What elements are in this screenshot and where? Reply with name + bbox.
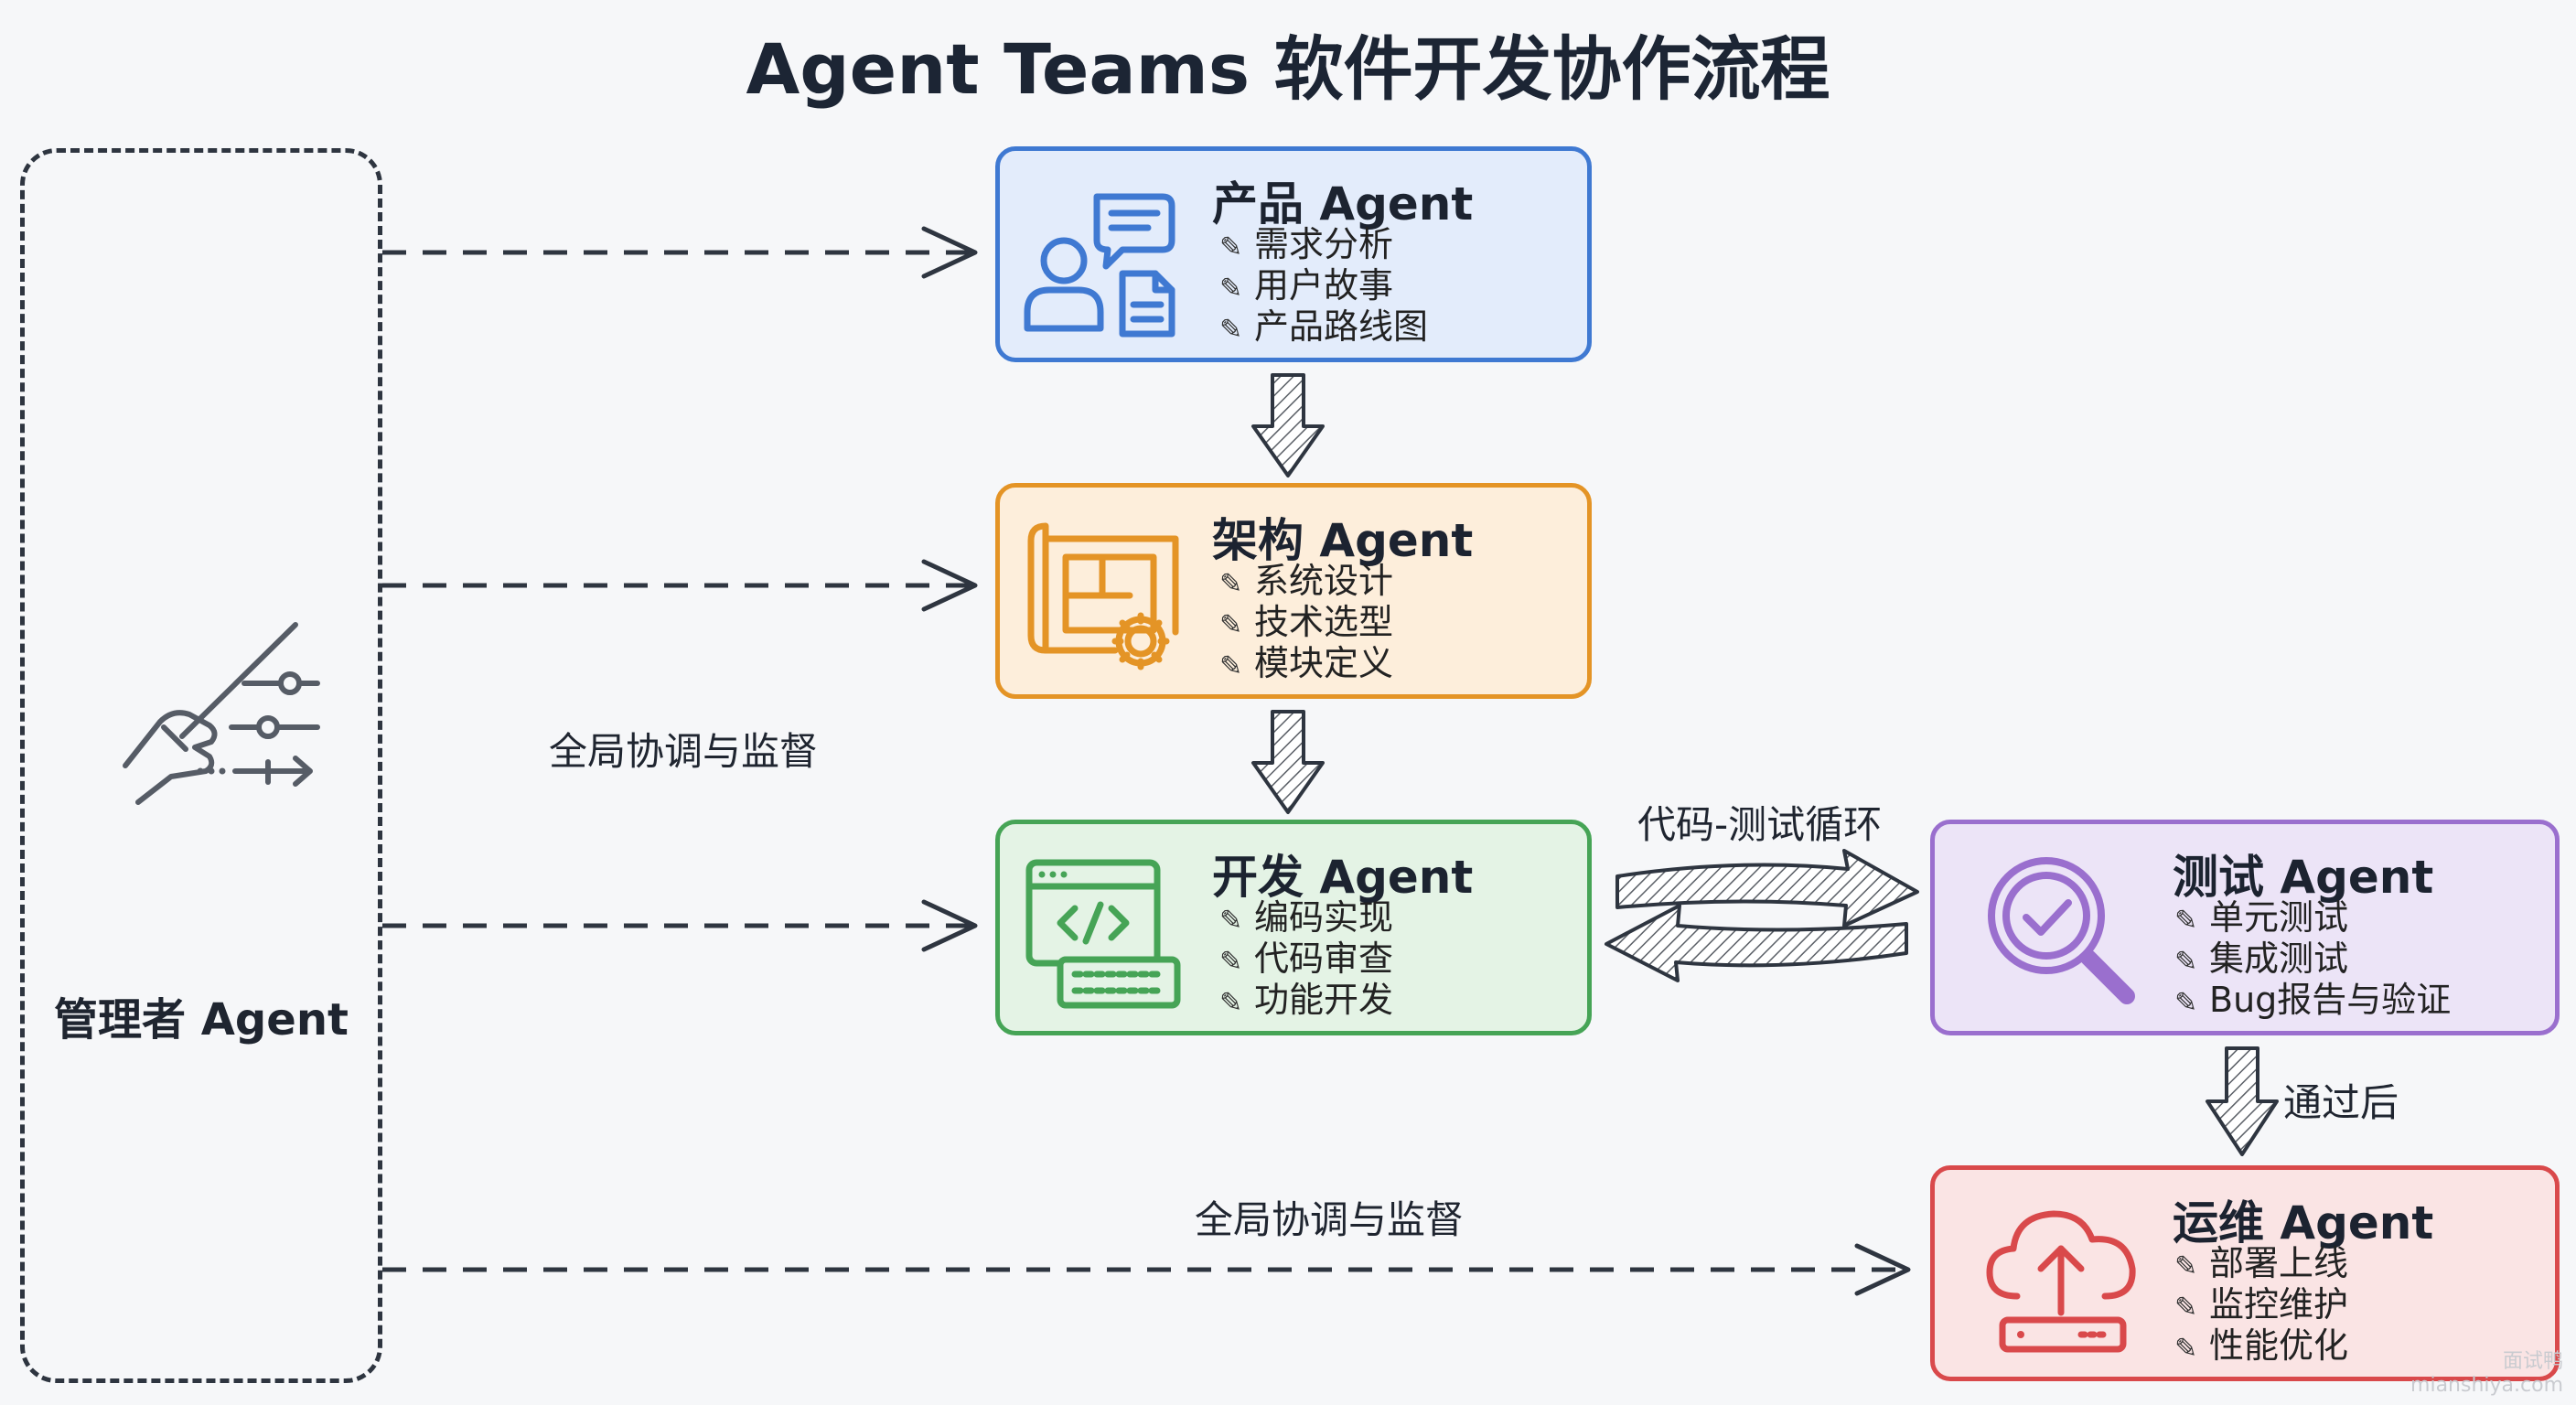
manager-agent-label: 管理者 Agent xyxy=(54,994,349,1046)
architecture-agent-title: 架构 Agent xyxy=(1212,514,1474,567)
task-label: 功能开发 xyxy=(1254,980,1394,1020)
arrowhead-ops xyxy=(1854,1243,1911,1296)
code-test-loop-label: 代码-测试循环 xyxy=(1637,802,1883,847)
blueprint-gear-icon xyxy=(1027,522,1179,670)
task-label: 部署上线 xyxy=(2209,1243,2349,1283)
ops-agent-title: 运维 Agent xyxy=(2173,1196,2434,1249)
pencil-icon: ✎ xyxy=(1219,905,1243,937)
pencil-icon: ✎ xyxy=(1219,273,1243,305)
task-label: 代码审查 xyxy=(1254,938,1394,979)
architecture-agent-card: 架构 Agent ✎ 系统设计 ✎ 技术选型 ✎ 模块定义 xyxy=(995,483,1592,699)
task-label: 编码实现 xyxy=(1254,897,1394,938)
task-label: 用户故事 xyxy=(1254,265,1394,306)
list-item: ✎ 编码实现 xyxy=(1219,897,1393,938)
loop-arrow-dev-to-test xyxy=(1615,849,1919,928)
list-item: ✎ Bug报告与验证 xyxy=(2174,980,2451,1021)
testing-agent-title: 测试 Agent xyxy=(2173,851,2434,904)
arrowhead-product xyxy=(921,226,978,279)
list-item: ✎ 部署上线 xyxy=(2174,1243,2348,1284)
list-item: ✎ 需求分析 xyxy=(1219,224,1428,265)
list-item: ✎ 功能开发 xyxy=(1219,980,1393,1021)
task-label: 模块定义 xyxy=(1254,643,1394,683)
task-label: 单元测试 xyxy=(2209,897,2349,938)
coordination-label-left: 全局协调与监督 xyxy=(549,729,819,774)
arrowhead-development xyxy=(921,899,978,952)
task-label: 需求分析 xyxy=(1254,224,1394,264)
code-keyboard-icon xyxy=(1025,859,1181,1009)
architecture-agent-tasks: ✎ 系统设计 ✎ 技术选型 ✎ 模块定义 xyxy=(1219,561,1393,684)
conductor-hand-icon xyxy=(123,622,320,805)
list-item: ✎ 性能优化 xyxy=(2174,1325,2348,1367)
pencil-icon: ✎ xyxy=(1219,650,1243,682)
pencil-icon: ✎ xyxy=(2174,946,2198,978)
arrowhead-architecture xyxy=(921,559,978,612)
pencil-icon: ✎ xyxy=(1219,231,1243,263)
product-agent-title: 产品 Agent xyxy=(1212,177,1474,231)
cloud-upload-server-icon xyxy=(1986,1210,2136,1353)
pencil-icon: ✎ xyxy=(2174,1333,2198,1365)
task-label: 产品路线图 xyxy=(1254,306,1429,347)
list-item: ✎ 技术选型 xyxy=(1219,602,1393,643)
testing-agent-tasks: ✎ 单元测试 ✎ 集成测试 ✎ Bug报告与验证 xyxy=(2174,897,2451,1021)
flow-arrow-testing-to-ops xyxy=(2206,1046,2279,1156)
watermark: 面试鸭 mianshiya.com xyxy=(2410,1350,2563,1398)
magnifier-check-icon xyxy=(1988,857,2135,1004)
pencil-icon: ✎ xyxy=(1219,987,1243,1019)
manager-agent-container: 管理者 Agent xyxy=(20,148,382,1383)
list-item: ✎ 产品路线图 xyxy=(1219,306,1428,348)
product-agent-card: 产品 Agent ✎ 需求分析 ✎ 用户故事 ✎ 产品路线图 xyxy=(995,146,1592,362)
coordination-label-bottom: 全局协调与监督 xyxy=(1195,1197,1465,1242)
ops-agent-card: 运维 Agent ✎ 部署上线 ✎ 监控维护 ✎ 性能优化 xyxy=(1930,1165,2560,1381)
watermark-line1: 面试鸭 xyxy=(2502,1350,2563,1373)
pencil-icon: ✎ xyxy=(1219,609,1243,641)
task-label: 技术选型 xyxy=(1254,602,1394,642)
pencil-icon: ✎ xyxy=(2174,987,2198,1019)
flow-arrow-architecture-to-development xyxy=(1251,710,1325,814)
task-label: 系统设计 xyxy=(1254,561,1394,601)
pencil-icon: ✎ xyxy=(2174,1250,2198,1282)
loop-arrow-test-to-dev xyxy=(1605,904,1908,982)
development-agent-title: 开发 Agent xyxy=(1212,851,1474,904)
task-label: 性能优化 xyxy=(2209,1325,2349,1366)
development-agent-tasks: ✎ 编码实现 ✎ 代码审查 ✎ 功能开发 xyxy=(1219,897,1393,1021)
task-label: Bug报告与验证 xyxy=(2209,980,2452,1020)
watermark-line2: mianshiya.com xyxy=(2410,1374,2563,1397)
pencil-icon: ✎ xyxy=(1219,568,1243,600)
product-agent-tasks: ✎ 需求分析 ✎ 用户故事 ✎ 产品路线图 xyxy=(1219,224,1428,348)
user-document-icon xyxy=(1024,193,1175,338)
task-label: 集成测试 xyxy=(2209,938,2349,979)
task-label: 监控维护 xyxy=(2209,1284,2349,1325)
list-item: ✎ 代码审查 xyxy=(1219,938,1393,980)
pencil-icon: ✎ xyxy=(1219,314,1243,346)
list-item: ✎ 模块定义 xyxy=(1219,643,1393,684)
diagram-title: Agent Teams 软件开发协作流程 xyxy=(746,28,1830,110)
pencil-icon: ✎ xyxy=(2174,1292,2198,1324)
pencil-icon: ✎ xyxy=(2174,905,2198,937)
development-agent-card: 开发 Agent ✎ 编码实现 ✎ 代码审查 ✎ 功能开发 xyxy=(995,820,1592,1035)
pencil-icon: ✎ xyxy=(1219,946,1243,978)
pass-label: 通过后 xyxy=(2283,1080,2399,1125)
list-item: ✎ 系统设计 xyxy=(1219,561,1393,602)
list-item: ✎ 集成测试 xyxy=(2174,938,2451,980)
ops-agent-tasks: ✎ 部署上线 ✎ 监控维护 ✎ 性能优化 xyxy=(2174,1243,2348,1367)
list-item: ✎ 单元测试 xyxy=(2174,897,2451,938)
list-item: ✎ 监控维护 xyxy=(2174,1284,2348,1325)
list-item: ✎ 用户故事 xyxy=(1219,265,1428,306)
testing-agent-card: 测试 Agent ✎ 单元测试 ✎ 集成测试 ✎ Bug报告与验证 xyxy=(1930,820,2560,1035)
flow-arrow-product-to-architecture xyxy=(1251,373,1325,477)
